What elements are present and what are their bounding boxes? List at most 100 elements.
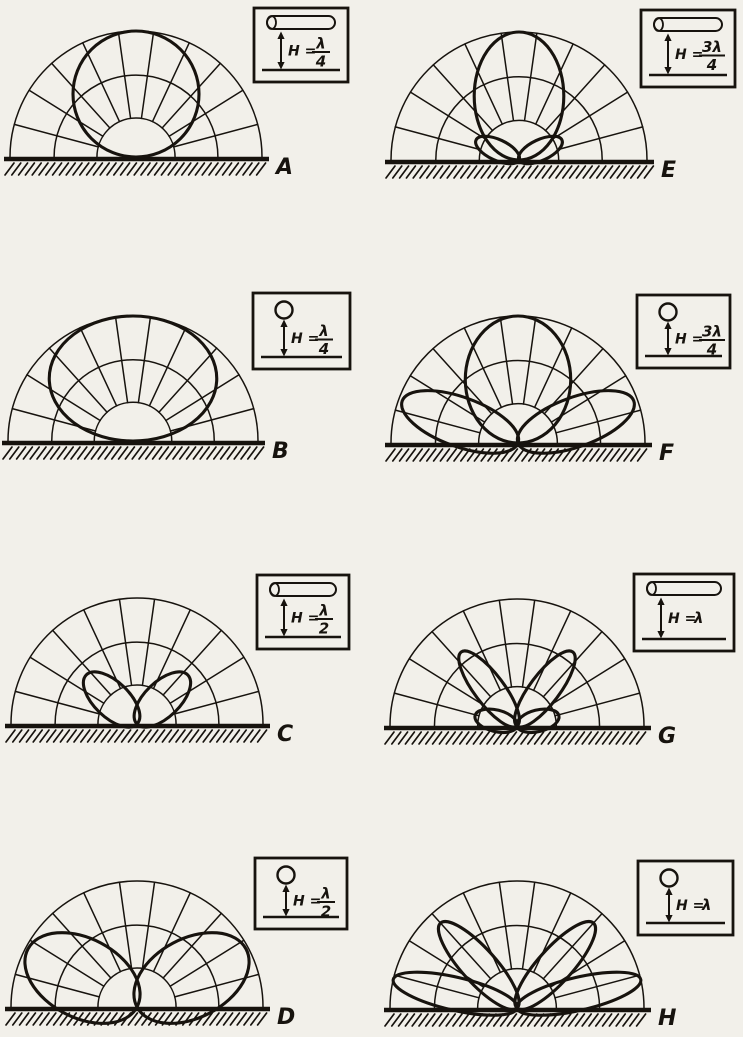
- wire-end-cap-icon: [269, 582, 280, 597]
- grid-radial-line: [168, 89, 244, 138]
- antenna-height-inset: H =λ4: [251, 291, 352, 371]
- height-arrow: [664, 33, 672, 75]
- radiation-lobes: [71, 29, 201, 159]
- ground-hatching: [2, 446, 265, 460]
- wire-end-cap-icon: [653, 17, 664, 32]
- grid-radial-line: [393, 692, 480, 717]
- grid-radial-line: [162, 629, 223, 696]
- arrowhead-down-icon: [664, 67, 672, 75]
- height-arrow: [280, 319, 288, 357]
- vertical-radiator-icon: [659, 868, 679, 888]
- wire-end-cap-icon: [266, 15, 277, 30]
- grid-radial-line: [555, 409, 642, 434]
- height-arrow: [665, 887, 673, 923]
- grid-radial-line: [151, 42, 190, 123]
- height-arrow: [664, 321, 672, 356]
- ground-hatching: [5, 1012, 268, 1026]
- grid-arc: [434, 359, 602, 444]
- grid-radial-line: [535, 43, 574, 125]
- grid-arc: [10, 880, 264, 1008]
- vertical-radiator-icon: [274, 300, 294, 320]
- grid-radial-line: [29, 656, 105, 705]
- grid-radial-line: [549, 657, 626, 706]
- grid-radial-line: [394, 409, 481, 434]
- grid-radial-line: [83, 609, 122, 690]
- grid-radial-line: [498, 881, 513, 970]
- grid-radial-line: [82, 42, 121, 123]
- polar-grid: [7, 315, 259, 442]
- ground-hatching: [385, 165, 655, 179]
- grid-radial-line: [48, 347, 108, 413]
- height-label-denominator: 2: [321, 903, 331, 921]
- height-label-numerator: λ: [320, 885, 331, 903]
- grid-radial-line: [431, 912, 492, 980]
- grid-radial-line: [521, 599, 536, 688]
- radiation-lobe: [436, 919, 521, 1012]
- antenna-height-inset: H =3λ4: [635, 293, 732, 370]
- height-label-wavelength: λ: [701, 896, 712, 914]
- arrowhead-down-icon: [280, 629, 288, 637]
- figure-letter: H: [658, 1006, 676, 1031]
- grid-arc: [390, 31, 648, 161]
- arrowhead-up-icon: [280, 319, 288, 327]
- radiation-lobe: [463, 314, 573, 445]
- arrowhead-up-icon: [280, 598, 288, 606]
- height-label-wavelength: λ: [693, 609, 704, 627]
- grid-radial-line: [521, 881, 536, 970]
- vertical-radiator-icon: [658, 302, 678, 322]
- radiation-lobe: [515, 707, 561, 735]
- grid-radial-line: [523, 32, 538, 122]
- grid-radial-line: [158, 347, 218, 413]
- grid-radial-line: [393, 974, 480, 999]
- grid-arc: [433, 642, 601, 727]
- grid-radial-line: [500, 32, 515, 122]
- grid-radial-line: [26, 374, 101, 422]
- grid-radial-line: [118, 881, 133, 970]
- ground-hatching: [385, 448, 648, 462]
- grid-radial-line: [79, 326, 118, 407]
- grid-radial-line: [148, 326, 187, 407]
- grid-arc: [390, 315, 646, 444]
- grid-arc: [435, 76, 603, 161]
- grid-arc: [53, 74, 219, 158]
- grid-radial-line: [464, 43, 503, 125]
- grid-arc: [9, 30, 263, 158]
- grid-radial-line: [152, 609, 191, 690]
- grid-arc: [93, 401, 173, 442]
- antenna-height-inset: H =λ: [636, 859, 735, 937]
- grid-arc: [96, 117, 176, 158]
- antenna-height-inset: H =λ4: [252, 6, 350, 84]
- radiation-lobes: [400, 314, 636, 455]
- grid-arc: [389, 880, 645, 1009]
- grid-radial-line: [165, 374, 240, 422]
- height-label: H =λ: [676, 896, 712, 914]
- height-label: H =λ: [668, 609, 704, 627]
- grid-arc: [54, 924, 220, 1008]
- arrowhead-down-icon: [277, 62, 285, 70]
- height-label-lhs: H =: [668, 611, 696, 627]
- height-label: H =λ2: [291, 602, 333, 638]
- polar-grid: [10, 597, 264, 725]
- figure-letter: A: [274, 155, 293, 180]
- height-label-denominator: 2: [319, 620, 329, 638]
- ground-hatching: [384, 1013, 647, 1027]
- antenna-height-inset: H =λ2: [255, 573, 351, 651]
- grid-radial-line: [463, 327, 503, 409]
- grid-radial-line: [14, 690, 101, 715]
- height-label: H =λ4: [288, 35, 330, 71]
- grid-radial-line: [431, 630, 492, 698]
- grid-radial-line: [141, 881, 156, 970]
- polar-grid: [390, 31, 648, 161]
- grid-radial-line: [172, 123, 259, 148]
- diagram-B: BH =λ4: [2, 291, 352, 464]
- grid-radial-line: [498, 599, 513, 688]
- arrowhead-down-icon: [282, 909, 290, 917]
- polar-grid: [389, 598, 645, 727]
- radiation-lobe: [473, 707, 519, 735]
- grid-radial-line: [51, 912, 112, 979]
- grid-radial-line: [394, 126, 482, 151]
- height-label-lhs: H =: [291, 611, 319, 627]
- grid-radial-line: [556, 126, 644, 151]
- grid-radial-line: [409, 91, 487, 140]
- diagram-G: GH =λ: [384, 572, 736, 749]
